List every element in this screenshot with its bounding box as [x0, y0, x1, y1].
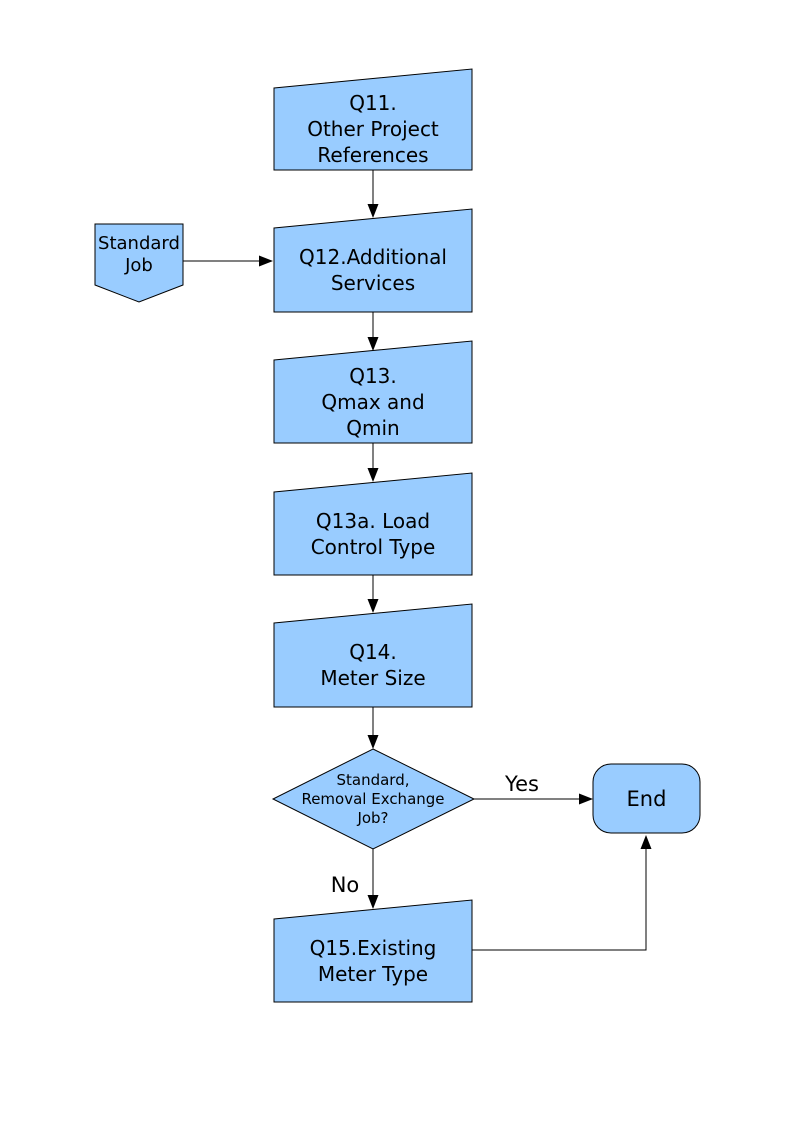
arrowhead-down-icon: [367, 337, 379, 351]
q15-node-shape: [273, 899, 473, 1003]
arrowhead-down-icon: [367, 599, 379, 613]
arrowhead-right-icon: [259, 255, 273, 267]
q13-node-shape: [273, 340, 473, 444]
q14-node-shape: [273, 603, 473, 708]
decision-diamond-shape: [271, 748, 476, 850]
q11-node-shape: [273, 68, 473, 171]
q13a-node-shape: [273, 472, 473, 576]
connector-q11-to-q12: [367, 170, 379, 218]
arrowhead-up-icon: [640, 835, 652, 849]
end-terminator-shape: [592, 763, 701, 834]
connector-decision-no-to-q15: [367, 849, 379, 909]
standard-job-node-shape: [94, 223, 184, 303]
connector-standardjob-to-q12: [183, 255, 273, 267]
connector-decision-yes-to-end: [474, 793, 593, 805]
connector-q14-to-decision: [367, 707, 379, 749]
arrowhead-right-icon: [579, 793, 593, 805]
arrowhead-down-icon: [367, 895, 379, 909]
connector-q12-to-q13: [367, 312, 379, 351]
arrowhead-down-icon: [367, 204, 379, 218]
arrowhead-down-icon: [367, 735, 379, 749]
connector-q13a-to-q14: [367, 575, 379, 613]
connector-q15-to-end: [472, 835, 652, 951]
q12-node-shape: [273, 208, 473, 313]
connector-q13-to-q13a: [367, 443, 379, 482]
arrowhead-down-icon: [367, 468, 379, 482]
